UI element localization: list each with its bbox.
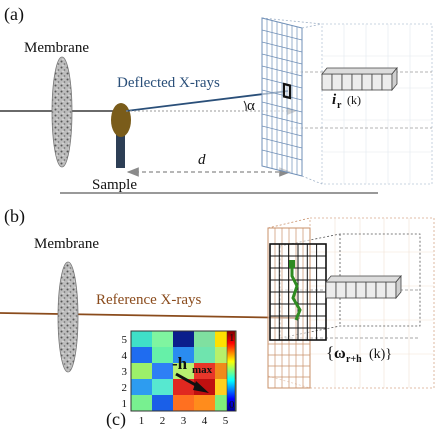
heatmap-cell — [152, 379, 173, 395]
svg-text:(k)}: (k)} — [369, 347, 392, 362]
sample-label: Sample — [92, 177, 137, 193]
alpha-label: α — [247, 98, 255, 114]
distance-label: d — [198, 152, 206, 168]
panel-a-label: (a) — [4, 4, 24, 25]
heatmap-cell — [173, 379, 194, 395]
heatmap-cell — [152, 363, 173, 379]
omega-label: { ω r+h (k)} — [326, 343, 392, 365]
y-tick-label: 2 — [122, 382, 128, 394]
heatmap-cell — [131, 363, 152, 379]
x-tick-label: 5 — [223, 415, 229, 427]
reference-beam — [0, 312, 301, 319]
heatmap-cell — [194, 331, 215, 347]
hmax-arrowhead — [193, 381, 209, 393]
membrane-b-label: Membrane — [34, 236, 99, 252]
svg-text:ω: ω — [334, 345, 346, 362]
svg-text:r+h: r+h — [346, 354, 362, 365]
colorbar-max-label: 1 — [229, 332, 235, 344]
membrane-a — [51, 56, 73, 168]
y-tick-label: 4 — [122, 350, 128, 362]
svg-text:(k): (k) — [347, 93, 361, 107]
heatmap-cell — [194, 347, 215, 363]
deflected-beam — [125, 90, 289, 112]
heatmap-frame — [130, 330, 237, 412]
sample-stem — [116, 128, 125, 168]
x-tick-label: 3 — [181, 415, 187, 427]
panel-b-label: (b) — [4, 206, 25, 227]
heatmap-cell — [173, 331, 194, 347]
heatmap-cell — [131, 379, 152, 395]
heatmap-cell — [152, 395, 173, 411]
deflected-label: Deflected X-rays — [117, 75, 220, 91]
detector-a — [261, 17, 433, 185]
heatmap-cell — [131, 347, 152, 363]
svg-text:max: max — [192, 364, 213, 376]
colorbar — [226, 330, 236, 412]
heatmap-cell — [152, 331, 173, 347]
heatmap-cell — [131, 331, 152, 347]
x-tick-label: 2 — [160, 415, 166, 427]
y-tick-label: 3 — [122, 366, 128, 378]
svg-text:-h: -h — [172, 354, 188, 373]
svg-text:{: { — [326, 343, 334, 362]
svg-text:i: i — [332, 92, 337, 108]
heatmap-cell — [194, 395, 215, 411]
hmax-label: -h max — [172, 354, 213, 376]
x-tick-label: 4 — [202, 415, 208, 427]
heatmap-cell — [131, 395, 152, 411]
heatmap: 1 2 3 4 5 1 2 3 4 5 1 0 — [122, 330, 237, 427]
heatmap-cell — [173, 347, 194, 363]
y-tick-label: 1 — [122, 398, 128, 410]
membrane-b — [57, 261, 79, 373]
panel-c-label: (c) — [106, 409, 126, 430]
x-tick-label: 1 — [139, 415, 145, 427]
colorbar-min-label: 0 — [229, 399, 235, 411]
heatmap-cell — [173, 395, 194, 411]
reference-label: Reference X-rays — [96, 292, 202, 308]
intensity-label: i r (k) — [332, 92, 361, 111]
membrane-a-label: Membrane — [24, 40, 89, 56]
alpha-arc — [243, 100, 247, 112]
heatmap-cell — [152, 347, 173, 363]
y-tick-label: 5 — [122, 334, 128, 346]
sample-head — [111, 103, 131, 137]
detector-b — [267, 217, 435, 389]
heatmap-cell — [194, 363, 215, 379]
svg-text:r: r — [337, 100, 342, 111]
